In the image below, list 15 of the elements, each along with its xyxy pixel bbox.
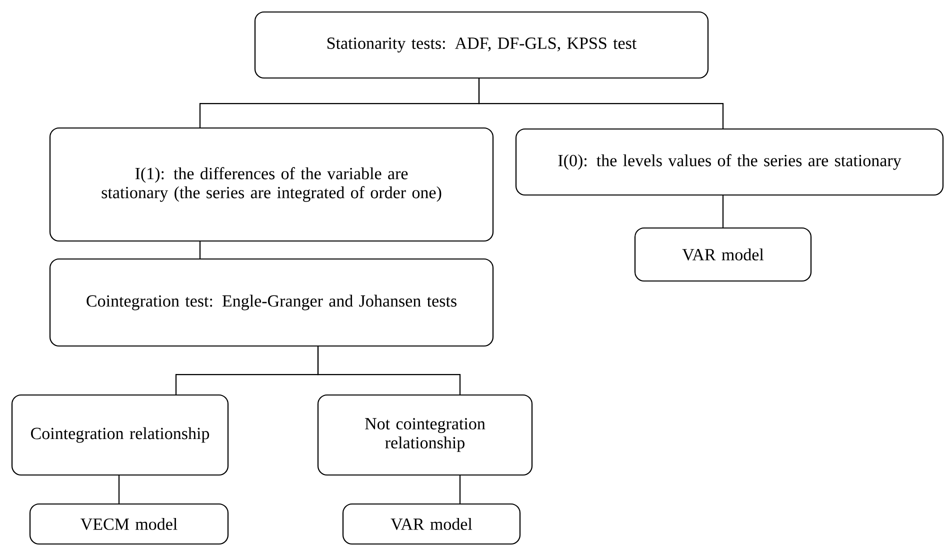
connector-line	[118, 476, 120, 504]
process-box: I(0): the levels values of the series are stationary	[515, 128, 944, 196]
connector-line	[199, 242, 201, 258]
connector-line	[459, 476, 461, 504]
connector-line	[478, 78, 724, 128]
process-box: Cointegration relationship	[11, 394, 229, 476]
connector-line	[722, 196, 724, 228]
process-box: VAR model	[634, 227, 812, 282]
process-box: VAR model	[342, 503, 521, 545]
connector-line	[317, 346, 461, 394]
process-box: Stationarity tests: ADF, DF-GLS, KPSS test	[254, 11, 709, 79]
process-box: I(1): the differences of the variable are stationary (the series are integrated of order one)	[49, 127, 494, 242]
process-box: VECM model	[29, 503, 229, 545]
process-box: Cointegration test: Engle-Granger and Johansen tests	[49, 258, 494, 347]
process-box: Not cointegration relationship	[317, 394, 533, 476]
